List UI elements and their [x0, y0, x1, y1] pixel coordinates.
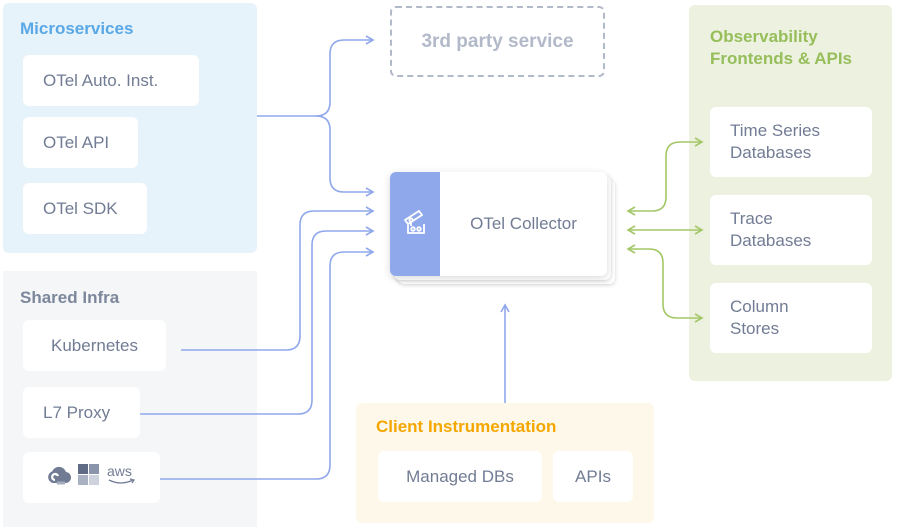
svg-text:aws: aws	[107, 463, 132, 479]
observability-title-line1: Observability	[710, 27, 818, 46]
node-label: Kubernetes	[51, 335, 138, 355]
cloud-providers-node: aws	[23, 452, 160, 503]
l7-proxy-node: L7 Proxy	[23, 387, 140, 438]
google-cloud-icon	[46, 464, 72, 492]
node-label: OTel Auto. Inst.	[43, 70, 159, 90]
otel-sdk-node: OTel SDK	[23, 183, 147, 234]
shared-infra-title: Shared Infra	[20, 288, 120, 307]
otel-api-node: OTel API	[23, 117, 138, 168]
node-label: OTel SDK	[43, 198, 118, 218]
node-label: Managed DBs	[406, 466, 514, 486]
observability-title-line2: Frontends & APIs	[710, 49, 852, 68]
client-instrumentation-title: Client Instrumentation	[376, 417, 557, 436]
apis-node: APIs	[553, 451, 633, 502]
managed-dbs-node: Managed DBs	[378, 451, 542, 502]
time-series-databases-node: Time Series Databases	[710, 107, 872, 177]
otel-auto-inst-node: OTel Auto. Inst.	[23, 55, 199, 106]
node-label: L7 Proxy	[43, 402, 111, 422]
otel-collector-node: OTel Collector	[390, 172, 607, 276]
arrow-microservices-to-third-party	[257, 35, 375, 117]
observability-title: Observability Frontends & APIs	[710, 26, 852, 70]
telescope-icon	[402, 208, 428, 241]
microservices-title: Microservices	[20, 19, 134, 38]
column-stores-node: Column Stores	[710, 283, 872, 353]
node-label-line2: Databases	[730, 143, 812, 162]
third-party-service-node: 3rd party service	[390, 6, 605, 77]
collector-label: OTel Collector	[470, 214, 577, 233]
node-label-line1: Column	[730, 297, 789, 316]
collector-icon-band	[390, 172, 440, 276]
node-label-line1: Trace	[730, 209, 773, 228]
node-label: 3rd party service	[421, 30, 574, 52]
kubernetes-node: Kubernetes	[23, 320, 166, 371]
azure-windows-icon	[77, 463, 100, 492]
node-label: OTel API	[43, 132, 110, 152]
node-label-line2: Stores	[730, 319, 780, 338]
node-label: APIs	[575, 466, 611, 486]
node-label-line1: Time Series	[730, 121, 821, 140]
node-label-line2: Databases	[730, 231, 812, 250]
aws-icon: aws	[106, 463, 138, 493]
trace-databases-node: Trace Databases	[710, 195, 872, 265]
arrow-microservices-to-collector	[315, 115, 375, 197]
